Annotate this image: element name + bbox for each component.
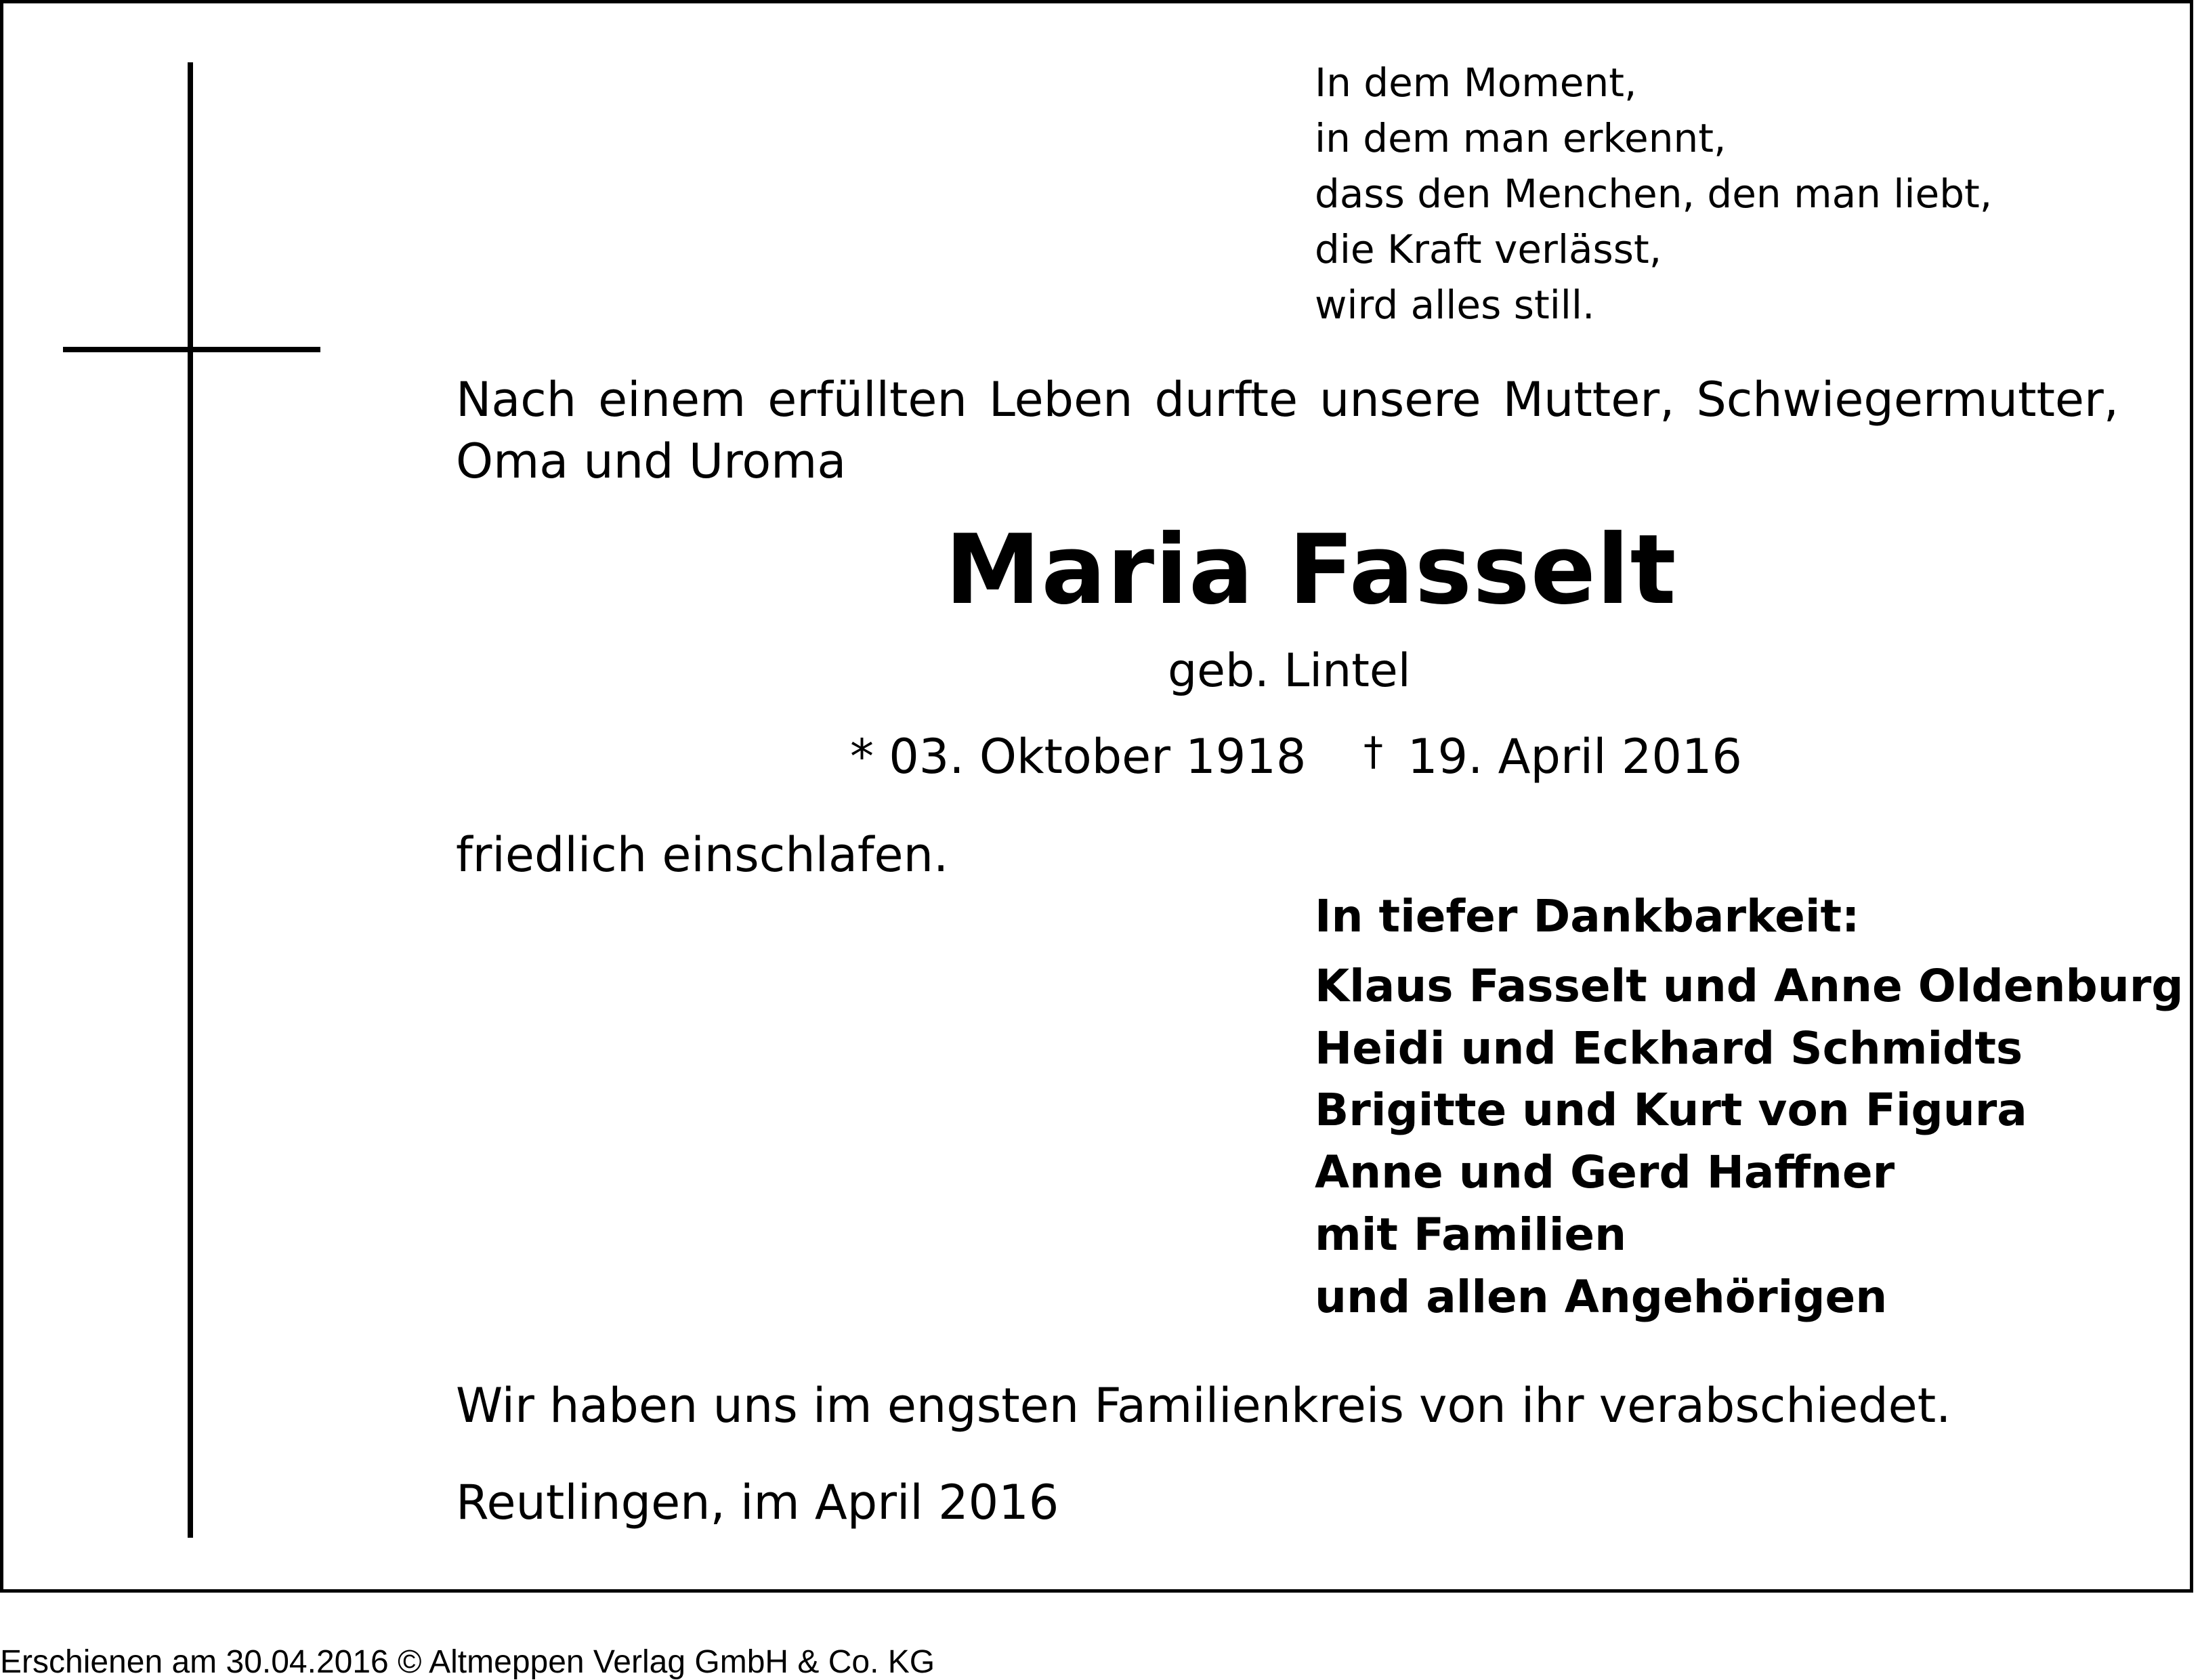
closing-intro: friedlich einschlafen.: [456, 827, 949, 883]
birth-date: * 03. Oktober 1918: [850, 729, 1307, 784]
place-and-date: Reutlingen, im April 2016: [456, 1475, 1059, 1530]
mourner-line: mit Familien: [1315, 1209, 1627, 1261]
mourner-line: Anne und Gerd Haffner: [1315, 1146, 1895, 1198]
poem-line: wird alles still.: [1315, 282, 1595, 328]
mourner-line: Heidi und Eckhard Schmidts: [1315, 1022, 2023, 1074]
intro-line-2: Oma und Uroma: [456, 434, 847, 489]
death-cross-symbol: †: [1363, 728, 1383, 774]
cross-horizontal-beam: [63, 347, 320, 352]
mourners-heading: In tiefer Dankbarkeit:: [1315, 890, 1860, 942]
death-date: 19. April 2016: [1408, 729, 1742, 784]
poem-line: In dem Moment,: [1315, 60, 1637, 106]
maiden-name: geb. Lintel: [1168, 644, 1411, 698]
poem-line: die Kraft verlässt,: [1315, 226, 1662, 272]
deceased-name: Maria Fasselt: [945, 514, 1677, 626]
poem-line: in dem man erkennt,: [1315, 115, 1727, 161]
mourner-line: Klaus Fasselt und Anne Oldenburg: [1315, 960, 2184, 1012]
intro-line-1: Nach einem erfüllten Leben durfte unsere…: [456, 372, 2119, 427]
publication-footer: Erschienen am 30.04.2016 © Altmeppen Ver…: [0, 1644, 935, 1680]
mourner-line: und allen Angehörigen: [1315, 1271, 1888, 1323]
poem-line: dass den Menchen, den man liebt,: [1315, 171, 1993, 217]
farewell-text: Wir haben uns im engsten Familienkreis v…: [456, 1378, 1951, 1433]
cross-vertical-beam: [188, 62, 193, 1538]
mourner-line: Brigitte und Kurt von Figura: [1315, 1084, 2027, 1136]
obituary-frame: [0, 0, 2193, 1593]
